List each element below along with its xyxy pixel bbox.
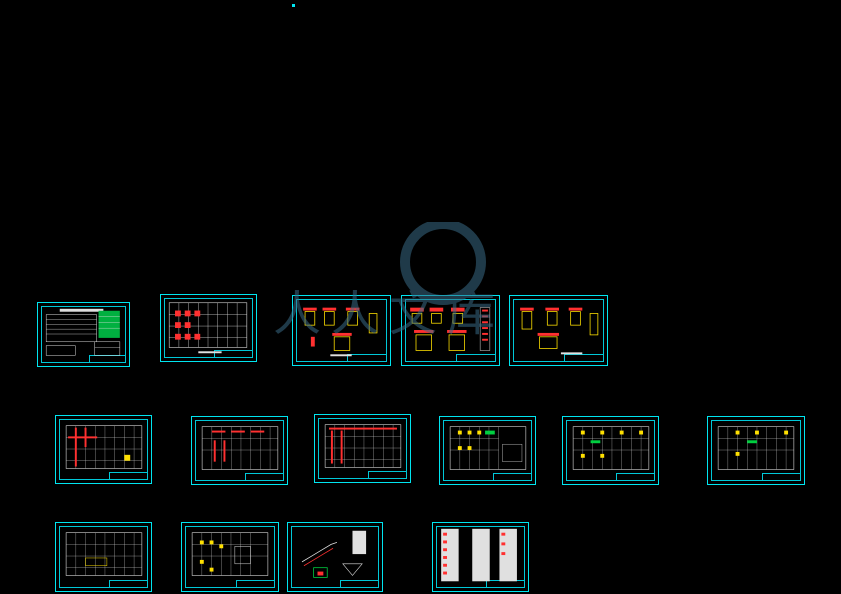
sheet-details-3-drawing [520, 307, 599, 355]
sheet-details-1[interactable] [292, 295, 391, 366]
sheet-roof-plan-2[interactable] [181, 522, 279, 592]
sheet-floor-plan-4-drawing [449, 426, 527, 470]
sheet-floor-plan-5-drawing [572, 426, 650, 470]
sheet-foundation-plan-drawing [168, 302, 248, 354]
sheet-details-2-drawing [410, 307, 491, 351]
sheet-floor-plan-3[interactable] [314, 414, 411, 483]
sheet-schedule-drawing [441, 528, 517, 582]
sheet-schedule[interactable] [432, 522, 529, 592]
sheet-floor-plan-2[interactable] [191, 416, 288, 485]
sheet-stair-details-drawing [301, 530, 367, 578]
sheet-details-2[interactable] [401, 295, 500, 366]
sheet-roof-plan-2-drawing [191, 532, 269, 576]
sheet-floor-plan-6[interactable] [707, 416, 805, 485]
sheet-floor-plan-6-drawing [717, 426, 795, 470]
sheet-roof-plan-1[interactable] [55, 522, 152, 592]
sheet-foundation-plan[interactable] [160, 294, 257, 362]
sheet-floor-plan-2-drawing [201, 426, 279, 470]
sheet-stair-details[interactable] [287, 522, 383, 592]
sheet-floor-plan-1-drawing [65, 425, 143, 469]
sheet-cover-drawing [45, 308, 121, 356]
sheet-cover[interactable] [37, 302, 130, 367]
sheet-details-1-drawing [303, 307, 378, 357]
sheet-details-3[interactable] [509, 295, 608, 366]
sheet-roof-plan-1-drawing [65, 532, 143, 576]
sheet-floor-plan-4[interactable] [439, 416, 536, 485]
origin-marker [292, 4, 295, 7]
sheet-floor-plan-1[interactable] [55, 415, 152, 484]
sheet-floor-plan-3-drawing [324, 424, 402, 468]
sheet-floor-plan-5[interactable] [562, 416, 659, 485]
